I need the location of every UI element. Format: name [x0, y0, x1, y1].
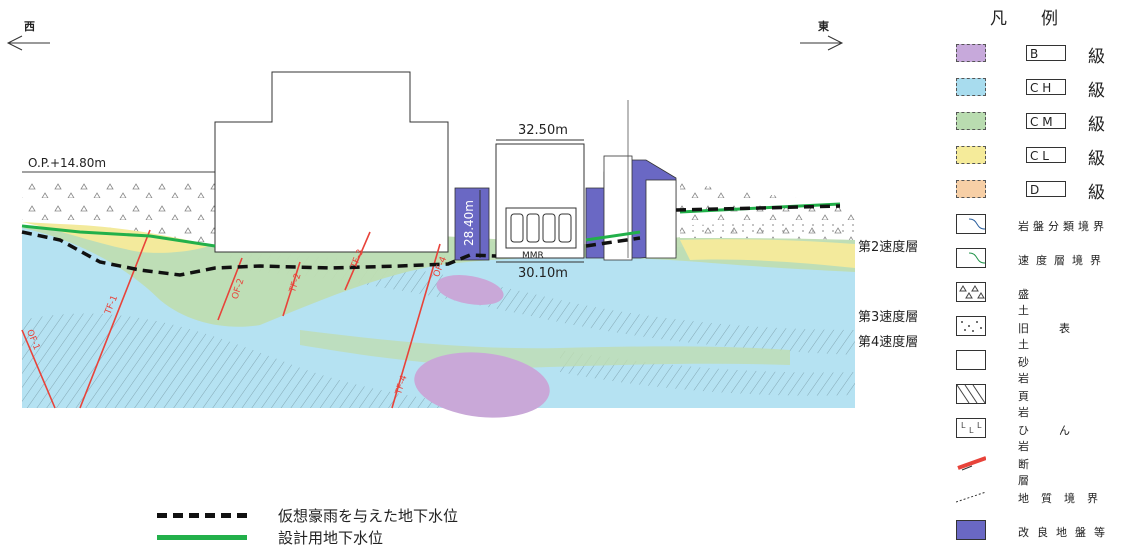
seawall-block — [645, 179, 677, 259]
elevation-label: O.P.+14.80m — [28, 156, 107, 170]
fill-pattern-icon — [956, 282, 986, 302]
design-groundwater-swatch — [157, 535, 247, 540]
svg-text:L: L — [969, 426, 974, 435]
fault-legend-label: 断層 — [1018, 458, 1099, 487]
cl-grade-suffix: 級 — [1088, 149, 1105, 169]
old-surface-soil-icon — [956, 316, 986, 336]
shale-label: 頁岩 — [1018, 390, 1099, 419]
rock-class-boundary-icon — [956, 214, 986, 234]
ch-grade-swatch — [956, 78, 986, 96]
geological-cross-section — [6, 35, 855, 418]
improved-ground-icon — [956, 520, 986, 540]
d-grade-swatch — [956, 180, 986, 198]
old-surface-soil — [690, 222, 855, 236]
ch-grade-suffix: 級 — [1088, 81, 1105, 101]
cl-grade-swatch — [956, 146, 986, 164]
heavy-rain-groundwater-line — [585, 236, 641, 248]
velocity-layer-4: 第4速度層 — [858, 335, 919, 350]
east-label: 東 — [818, 20, 829, 33]
culvert-cell — [558, 213, 572, 243]
rock-class-boundary-label: 岩盤分類境界 — [1018, 220, 1108, 233]
culvert-cell — [542, 213, 556, 243]
east-arrow-icon — [800, 35, 844, 51]
fill-label: 盛土 — [1018, 288, 1099, 317]
legend-title: 凡 例 — [990, 9, 1058, 29]
shale-band — [230, 254, 855, 355]
mmr-bottom-width: 30.10m — [518, 266, 568, 281]
cl-grade-box: C L — [1026, 147, 1066, 163]
b-grade-suffix: 級 — [1088, 47, 1105, 67]
b-grade-box: B — [1026, 45, 1066, 61]
velocity-layer-boundary-label: 速度層境界 — [1018, 254, 1108, 267]
velocity-layer-3: 第3速度層 — [858, 310, 919, 325]
cm-grade-zone — [300, 330, 790, 368]
ch-grade-box: C H — [1026, 79, 1066, 95]
west-arrow-icon — [6, 35, 50, 51]
geological-boundary-icon — [955, 486, 987, 506]
svg-text:L: L — [977, 421, 982, 430]
mmr-depth: 28.40m — [462, 200, 476, 247]
cm-grade-suffix: 級 — [1088, 115, 1105, 135]
d-grade-suffix: 級 — [1088, 183, 1105, 203]
fault-icon — [956, 452, 987, 472]
heavy-rain-groundwater-swatch — [157, 513, 247, 518]
cm-grade-swatch — [956, 112, 986, 130]
velocity-layer-boundary-icon — [956, 248, 986, 268]
mmr-top-width: 32.50m — [518, 123, 568, 138]
design-groundwater-line — [21, 224, 216, 248]
reactor-building — [214, 71, 449, 253]
b-grade-lens — [436, 275, 504, 305]
design-groundwater-line — [585, 230, 641, 242]
sandstone-icon — [956, 350, 986, 370]
mmr-culvert — [505, 207, 577, 249]
b-grade-swatch — [956, 44, 986, 62]
heavy-rain-groundwater-label: 仮想豪雨を与えた地下水位 — [278, 507, 459, 525]
west-label: 西 — [24, 20, 35, 33]
porphyrite-label: ひん岩 — [1018, 424, 1100, 453]
heavy-rain-groundwater-line — [21, 230, 497, 277]
d-grade-box: D — [1026, 181, 1066, 197]
cm-grade-box: C M — [1026, 113, 1066, 129]
sandstone-label: 砂岩 — [1018, 356, 1099, 385]
fill-soil — [22, 178, 215, 246]
geological-boundary-label: 地質境界 — [1018, 492, 1110, 505]
shale-band — [22, 313, 500, 408]
old-surface-soil-label: 旧表土 — [1018, 322, 1100, 351]
design-groundwater-label: 設計用地下水位 — [278, 529, 384, 547]
shale-icon — [956, 384, 986, 404]
svg-text:L: L — [961, 421, 966, 430]
culvert-cell — [526, 213, 540, 243]
improved-ground-label: 改良地盤等 — [1018, 526, 1113, 539]
heavy-rain-groundwater-line — [675, 204, 841, 212]
culvert-cell — [510, 213, 524, 243]
cl-grade-zone — [680, 239, 855, 268]
b-grade-lens — [414, 352, 550, 418]
velocity-layer-2: 第2速度層 — [858, 240, 919, 255]
mmr-label: MMR — [522, 251, 544, 261]
